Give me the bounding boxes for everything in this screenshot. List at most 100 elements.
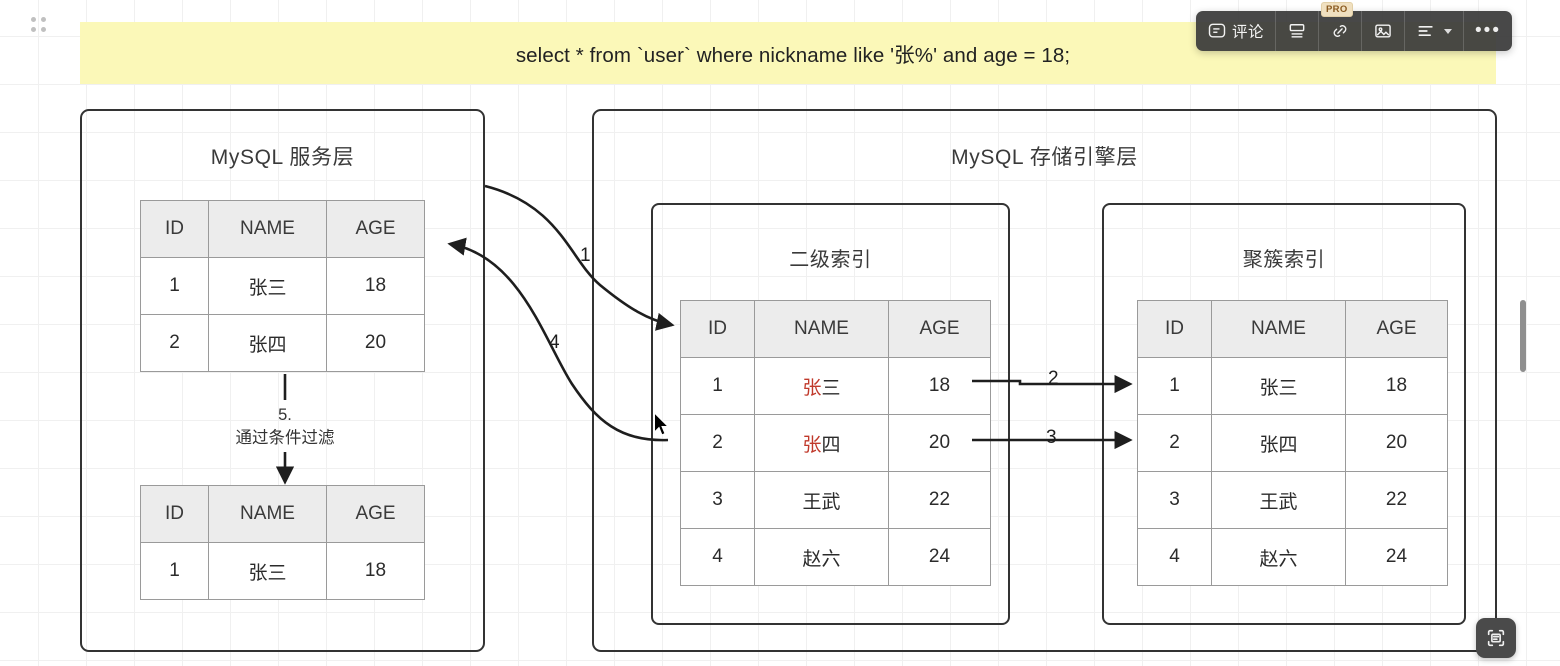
table-header-row: ID NAME AGE — [1137, 300, 1448, 358]
cell-id: 1 — [1137, 357, 1212, 415]
table-row: 1 张三 18 — [680, 357, 991, 415]
drag-dot — [41, 27, 46, 32]
name-prefix-highlight: 张 — [802, 434, 822, 456]
secondary-index-title: 二级索引 — [789, 249, 872, 271]
storage-engine-layer-title: MySQL 存储引擎层 — [951, 146, 1138, 169]
column-header-age: AGE — [326, 485, 425, 543]
mouse-cursor — [654, 412, 670, 436]
table-row: 1 张三 18 — [1137, 357, 1448, 415]
cell-name: 张四 — [754, 414, 889, 472]
align-left-icon — [1416, 21, 1436, 41]
cell-age: 18 — [1345, 357, 1448, 415]
table-row: 1 张三 18 — [140, 542, 425, 600]
cell-age: 20 — [326, 314, 425, 372]
drag-handle[interactable] — [31, 17, 49, 35]
filter-step-number: 5. — [278, 406, 292, 424]
image-icon — [1373, 21, 1393, 41]
more-dots-icon: ••• — [1475, 20, 1501, 41]
column-header-id: ID — [1137, 300, 1212, 358]
scrollbar-thumb[interactable] — [1520, 300, 1526, 372]
service-layer-title: MySQL 服务层 — [210, 146, 355, 169]
cell-id: 4 — [680, 528, 755, 586]
filter-step-description: 通过条件过滤 — [235, 429, 335, 447]
cell-id: 2 — [680, 414, 755, 472]
cell-id: 2 — [140, 314, 209, 372]
cell-name: 赵六 — [1211, 528, 1346, 586]
image-button[interactable] — [1362, 11, 1406, 51]
cell-age: 24 — [1345, 528, 1448, 586]
cell-age: 18 — [326, 542, 425, 600]
comment-bubble-icon — [1207, 21, 1227, 41]
cell-name: 王武 — [754, 471, 889, 529]
table-header-row: ID NAME AGE — [140, 485, 425, 543]
arrow-label-4: 4 — [549, 332, 560, 353]
cell-name: 王武 — [1211, 471, 1346, 529]
cell-name: 张三 — [754, 357, 889, 415]
clustered-index-table: ID NAME AGE 1 张三 18 2 张四 20 3 王武 22 4 赵六… — [1137, 300, 1448, 586]
arrow-label-2: 2 — [1048, 368, 1059, 389]
cell-name: 赵六 — [754, 528, 889, 586]
sql-query-text: select * from `user` where nickname like… — [515, 44, 1071, 67]
table-header-row: ID NAME AGE — [140, 200, 425, 258]
column-header-age: AGE — [326, 200, 425, 258]
table-row: 3 王武 22 — [1137, 471, 1448, 529]
link-button[interactable]: PRO — [1319, 2, 1363, 51]
arrow-label-3: 3 — [1046, 427, 1057, 448]
table-row: 3 王武 22 — [680, 471, 991, 529]
cell-id: 4 — [1137, 528, 1212, 586]
table-row: 1 张三 18 — [140, 257, 425, 315]
column-header-name: NAME — [208, 485, 327, 543]
column-header-id: ID — [680, 300, 755, 358]
cell-name: 张三 — [208, 542, 327, 600]
more-menu-button[interactable]: ••• — [1464, 11, 1512, 51]
table-row: 2 张四 20 — [1137, 414, 1448, 472]
drag-dot — [31, 17, 36, 22]
name-suffix: 赵六 — [802, 548, 841, 570]
column-header-name: NAME — [208, 200, 327, 258]
cell-age: 22 — [888, 471, 991, 529]
cell-age: 22 — [1345, 471, 1448, 529]
cell-name: 张四 — [208, 314, 327, 372]
floating-toolbar[interactable]: 评论 PRO — [1196, 2, 1512, 51]
name-suffix: 三 — [821, 377, 841, 399]
cell-name: 张四 — [1211, 414, 1346, 472]
scan-document-button[interactable] — [1476, 618, 1516, 658]
drag-dot — [31, 27, 36, 32]
link-icon — [1330, 21, 1350, 41]
cell-id: 1 — [140, 542, 209, 600]
align-button[interactable] — [1405, 11, 1465, 51]
drag-dot — [41, 17, 46, 22]
cell-age: 20 — [1345, 414, 1448, 472]
cell-id: 3 — [680, 471, 755, 529]
cell-id: 1 — [140, 257, 209, 315]
name-suffix: 四 — [821, 434, 841, 456]
arrow-label-1: 1 — [580, 245, 591, 266]
column-header-name: NAME — [1211, 300, 1346, 358]
filter-annotation: 5. 通过条件过滤 — [140, 404, 430, 450]
cell-name: 张三 — [1211, 357, 1346, 415]
table-row: 4 赵六 24 — [680, 528, 991, 586]
table-row: 4 赵六 24 — [1137, 528, 1448, 586]
column-header-id: ID — [140, 200, 209, 258]
scrollbar-track[interactable] — [1520, 100, 1526, 660]
service-layer-result-table: ID NAME AGE 1 张三 18 — [140, 485, 425, 600]
secondary-index-table: ID NAME AGE 1 张三 18 2 张四 20 3 王武 22 4 赵六… — [680, 300, 991, 586]
cell-age: 20 — [888, 414, 991, 472]
clustered-index-title: 聚簇索引 — [1242, 249, 1326, 271]
scan-document-icon — [1487, 629, 1505, 647]
pro-badge: PRO — [1321, 2, 1353, 17]
chevron-down-icon — [1444, 28, 1453, 34]
column-header-name: NAME — [754, 300, 889, 358]
layout-icon — [1287, 21, 1307, 41]
cell-age: 18 — [888, 357, 991, 415]
name-suffix: 王武 — [802, 491, 841, 513]
layout-button[interactable] — [1276, 11, 1320, 51]
comment-label: 评论 — [1232, 24, 1265, 41]
cell-age: 18 — [326, 257, 425, 315]
column-header-age: AGE — [888, 300, 991, 358]
table-header-row: ID NAME AGE — [680, 300, 991, 358]
comment-button[interactable]: 评论 — [1196, 11, 1277, 51]
clustered-index-panel: 聚簇索引 — [1102, 203, 1466, 625]
column-header-age: AGE — [1345, 300, 1448, 358]
